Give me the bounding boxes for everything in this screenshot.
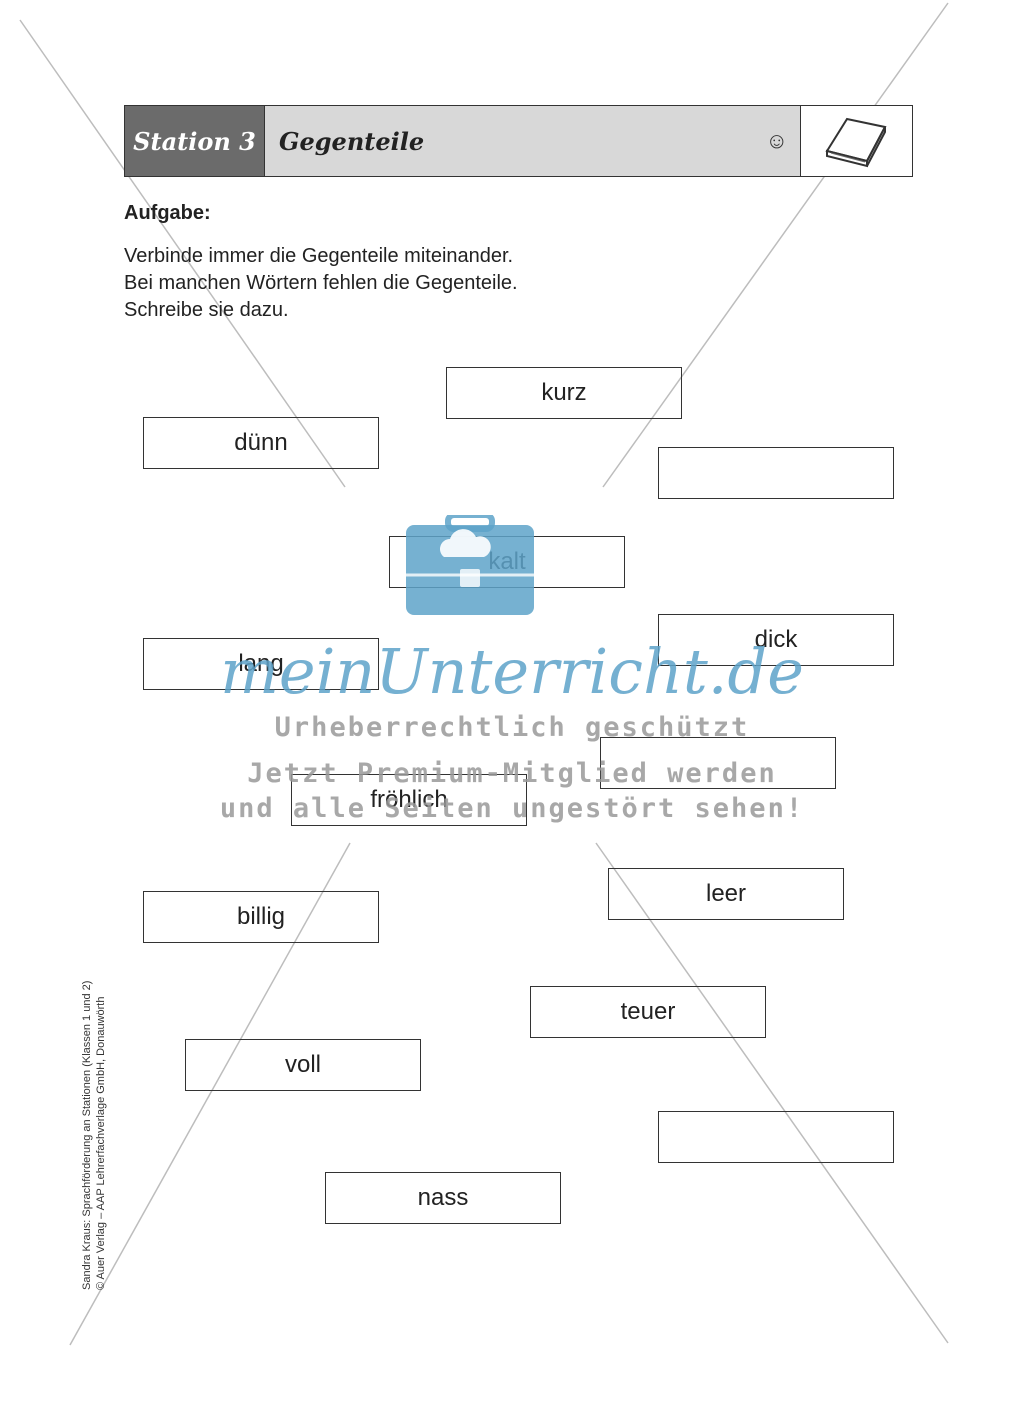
word-box-empty[interactable] <box>658 1111 894 1163</box>
station-header: Station 3 Gegenteile ☺ <box>124 105 913 177</box>
word-box-leer: leer <box>608 868 844 920</box>
word-box-nass: nass <box>325 1172 561 1224</box>
word-box-empty[interactable] <box>658 447 894 499</box>
task-label: Aufgabe: <box>124 202 211 224</box>
page-title: Gegenteile <box>279 126 425 156</box>
word-box-lang: lang <box>143 638 379 690</box>
credit-line: © Auer Verlag – AAP Lehrerfachverlage Gm… <box>95 996 107 1290</box>
word-box-voll: voll <box>185 1039 421 1091</box>
station-label: Station 3 <box>125 106 265 176</box>
word-box-teuer: teuer <box>530 986 766 1038</box>
title-bar: Gegenteile ☺ <box>265 106 801 176</box>
watermark-line: Jetzt Premium-Mitglied werden <box>247 758 777 789</box>
word-box-billig: billig <box>143 891 379 943</box>
book-icon <box>801 106 912 176</box>
instruction-line: Bei manchen Wörtern fehlen die Gegenteil… <box>124 272 518 294</box>
credit-line: Sandra Kraus: Sprachförderung an Station… <box>81 980 93 1290</box>
instruction-line: Schreibe sie dazu. <box>124 299 289 321</box>
watermark-logo: meinUnterricht.de <box>220 635 804 708</box>
instructions: Verbinde immer die Gegenteile miteinande… <box>124 243 518 324</box>
word-box-kurz: kurz <box>446 367 682 419</box>
word-box-dick: dick <box>658 614 894 666</box>
smiley-icon: ☺ <box>765 128 788 153</box>
watermark-line: und alle Seiten ungestört sehen! <box>219 793 805 824</box>
briefcase-cloud-icon <box>404 512 536 622</box>
copyright-credit: Sandra Kraus: Sprachförderung an Station… <box>80 981 108 1290</box>
watermark-line: Urheberrechtlich geschützt <box>274 712 750 743</box>
word-box-duenn: dünn <box>143 417 379 469</box>
word-box-froehlich: fröhlich <box>291 774 527 826</box>
instruction-line: Verbinde immer die Gegenteile miteinande… <box>124 245 514 267</box>
word-box-empty[interactable] <box>600 737 836 789</box>
